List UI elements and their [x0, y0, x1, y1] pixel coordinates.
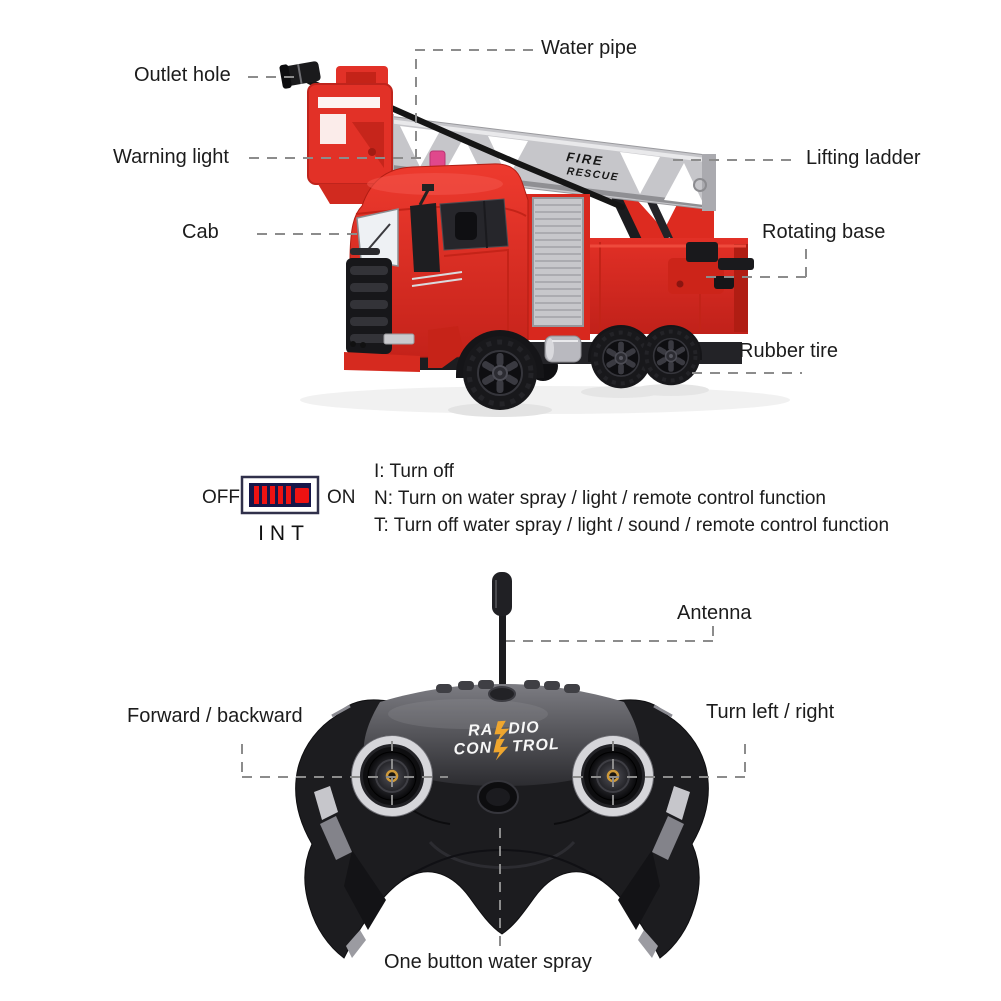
power-switch-diagram: OFF ON INT	[202, 475, 356, 545]
label-turn-left-right: Turn left / right	[706, 701, 835, 723]
radio-control-logo: RA DIO CON TROL	[453, 719, 560, 761]
mirror-pillar	[410, 203, 440, 272]
instruction-line-t: T: Turn off water spray / light / sound …	[374, 515, 890, 536]
label-water-pipe: Water pipe	[541, 37, 637, 59]
fuel-tank	[544, 335, 582, 363]
connector-antenna	[506, 626, 714, 642]
front-rubber-tire	[463, 336, 537, 410]
grip-ridges	[436, 680, 580, 693]
connector-forward-backward	[241, 741, 448, 813]
basket	[279, 61, 393, 204]
switch-int-label: INT	[258, 522, 310, 545]
label-one-button-water-spray: One button water spray	[384, 951, 592, 973]
label-rubber-tire: Rubber tire	[739, 340, 838, 362]
cab-graphic	[344, 150, 544, 378]
ladder-text-line1: FIRE	[566, 149, 605, 168]
fire-truck-illustration: FIRE RESCUE	[279, 61, 790, 417]
switch-on-label: ON	[327, 487, 356, 508]
logo-con: CON	[453, 740, 492, 759]
silver-accents	[314, 786, 690, 958]
logo-ra: RA	[468, 721, 494, 739]
label-cab: Cab	[182, 221, 219, 243]
lightning-bolt-icon	[493, 738, 509, 761]
antenna-graphic	[492, 572, 512, 700]
instruction-line-i: I: Turn off	[374, 461, 454, 482]
instruction-line-n: N: Turn on water spray / light / remote …	[374, 488, 826, 509]
connector-water-pipe	[415, 49, 533, 157]
connector-rotating-base	[698, 249, 807, 278]
equipment-compartment	[526, 194, 590, 340]
label-forward-backward: Forward / backward	[127, 705, 303, 727]
switch-knob	[295, 488, 309, 503]
label-rotating-base: Rotating base	[762, 221, 886, 243]
label-warning-light: Warning light	[113, 146, 229, 168]
switch-stripes	[254, 486, 309, 504]
logo-trol: TROL	[512, 736, 560, 755]
logo-dio: DIO	[508, 719, 540, 738]
connector-turn-left-right	[565, 741, 746, 813]
label-antenna: Antenna	[677, 602, 752, 624]
rear-rubber-tire	[639, 324, 703, 388]
lightning-bolt-icon	[494, 720, 510, 743]
rotating-base-graphic	[668, 242, 754, 294]
label-outlet-hole: Outlet hole	[134, 64, 231, 86]
antenna-base	[488, 686, 516, 702]
remote-control-illustration: RA DIO CON TROL	[295, 572, 709, 959]
label-lifting-ladder: Lifting ladder	[806, 147, 921, 169]
connector-lines	[241, 49, 807, 948]
water-spray-button	[477, 780, 519, 814]
switch-off-label: OFF	[202, 487, 240, 508]
